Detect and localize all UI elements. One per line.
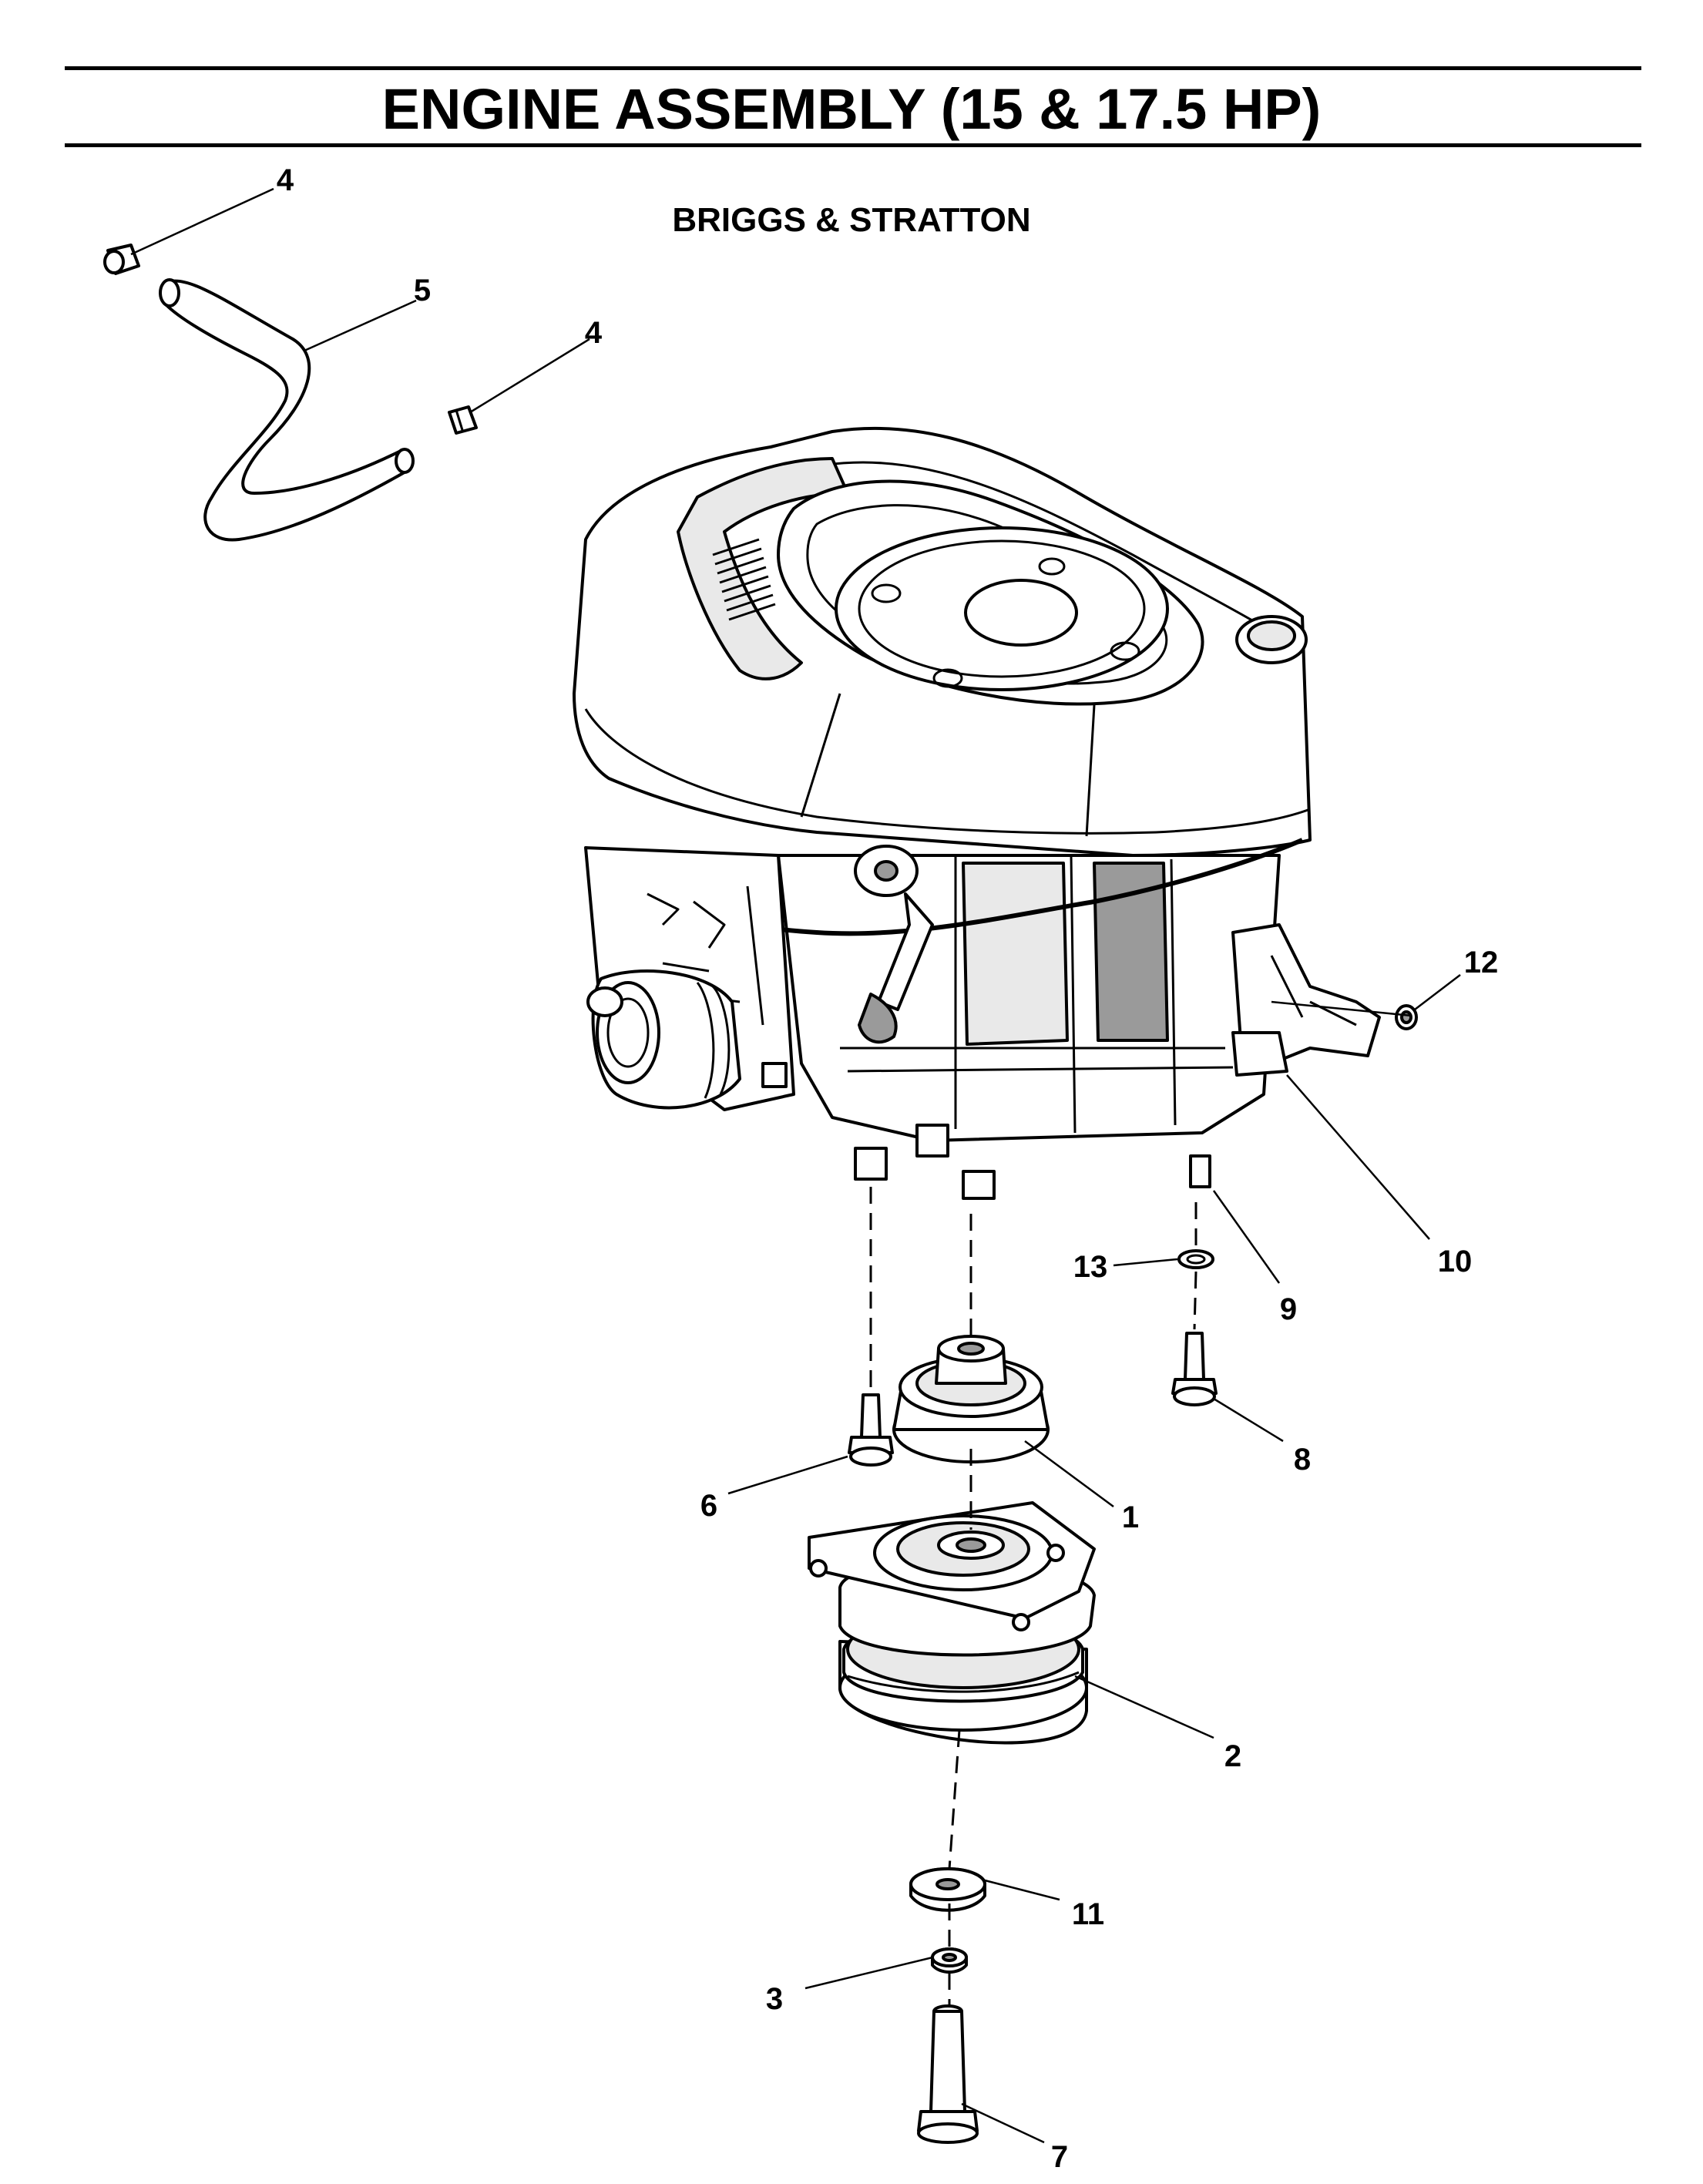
part-spacer-11 [909,1867,986,1912]
callout-10: 10 [1438,1245,1473,1278]
callout-2: 2 [1224,1739,1241,1773]
callout-8: 8 [1294,1443,1311,1477]
callout-4-upper: 4 [277,163,294,197]
part-clamp-lower [448,405,478,435]
page-subtitle: BRIGGS & STRATTON [672,201,1031,239]
engine-body [573,426,1381,1200]
page-title: ENGINE ASSEMBLY (15 & 17.5 HP) [381,77,1322,141]
callout-1: 1 [1122,1500,1139,1534]
callout-6: 6 [700,1489,717,1523]
part-hose [159,278,415,542]
callout-leaders [130,187,1461,2144]
title-rule-bottom [65,143,1641,147]
part-lock-washer-13 [1177,1249,1214,1269]
callout-labels: 4 5 4 12 10 13 9 8 6 1 2 11 3 7 [277,163,1498,2174]
part-bolt-7 [917,2004,979,2144]
part-bolt-6 [848,1393,894,1467]
callout-12: 12 [1464,946,1499,979]
part-pulley-1 [892,1335,1050,1463]
part-bolt-8 [1171,1332,1218,1406]
callout-9: 9 [1280,1292,1297,1326]
part-clutch-2 [808,1501,1096,1745]
assembly-centerlines [869,1187,1197,2008]
part-washer-3 [931,1947,968,1974]
callout-5: 5 [414,274,431,307]
callout-13: 13 [1073,1250,1108,1284]
part-clamp-upper [103,244,140,275]
callout-3: 3 [766,1982,783,2016]
callout-4-lower: 4 [585,316,603,350]
callout-7: 7 [1051,2140,1068,2174]
part-nut-12 [1395,1004,1418,1030]
title-rule-top [65,66,1641,70]
callout-11: 11 [1072,1897,1104,1931]
